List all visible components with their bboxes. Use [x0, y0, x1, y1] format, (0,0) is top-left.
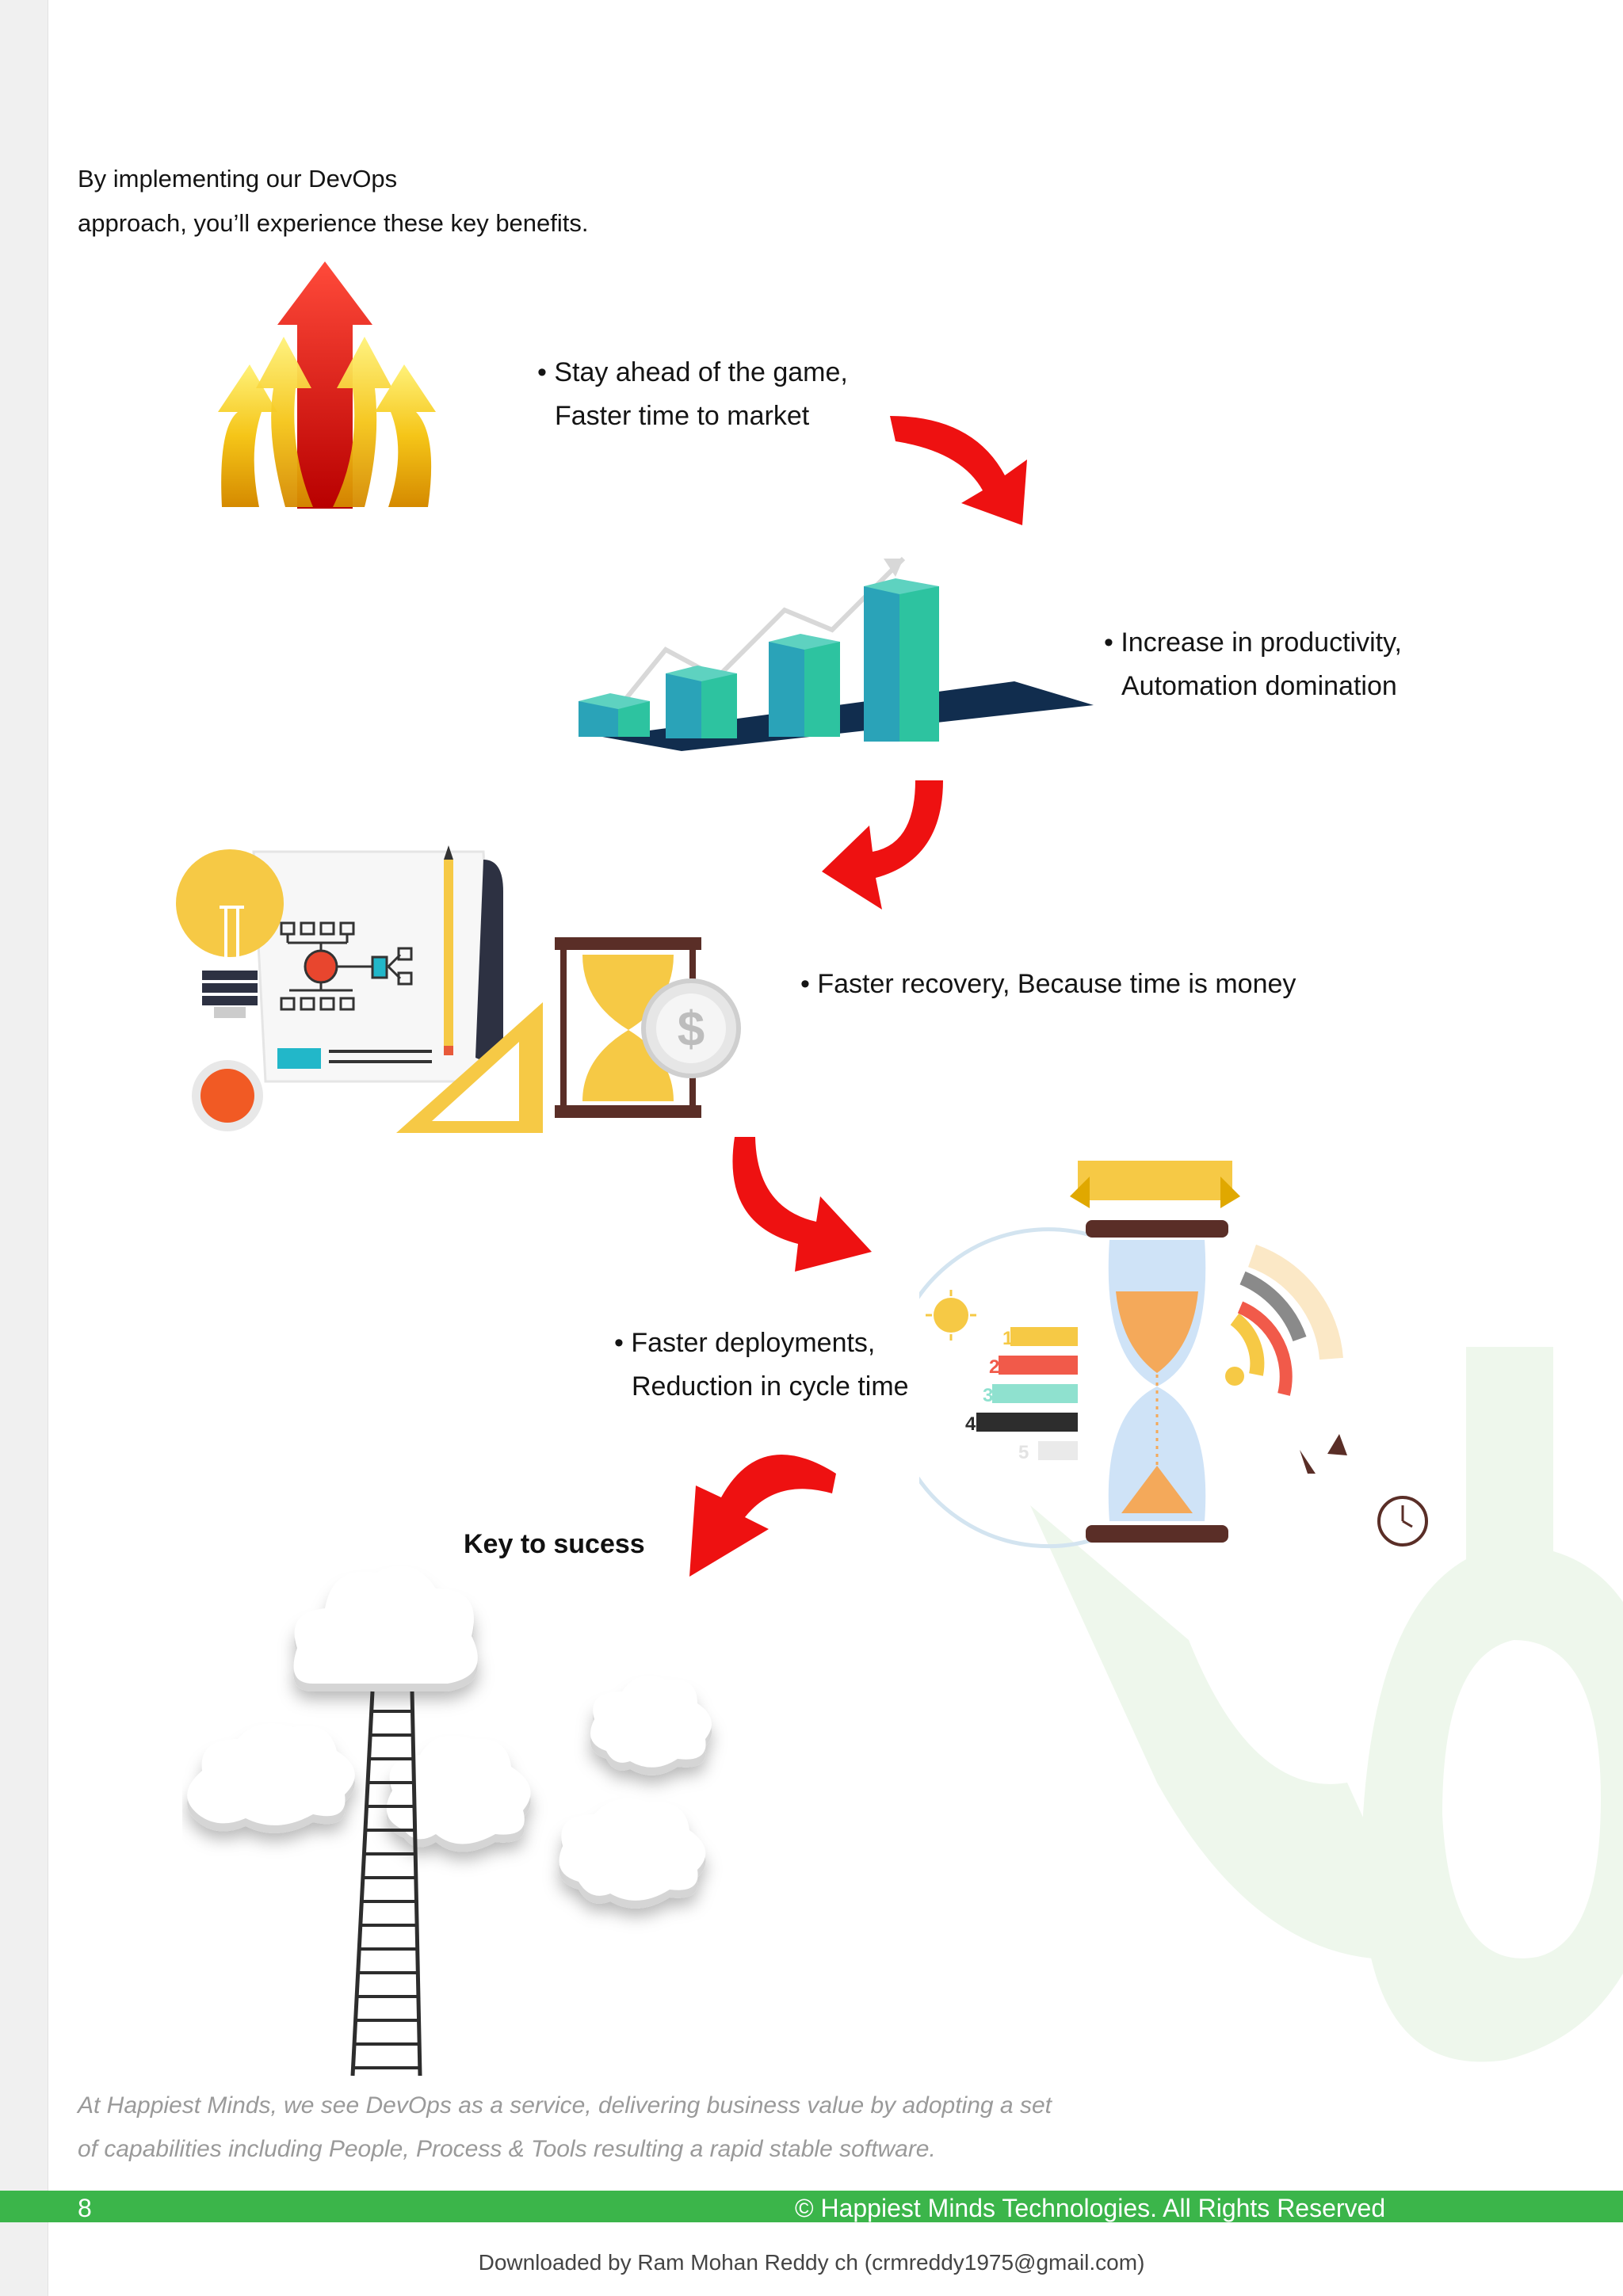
watermark-logo — [1030, 1347, 1623, 2062]
hourglass-deadline-icon: 1 2 3 4 5 — [919, 1161, 1428, 1549]
svg-text:$: $ — [678, 1002, 705, 1057]
benefit-1-line-1: • Stay ahead of the game, — [537, 357, 848, 387]
benefit-3: • Faster recovery, Because time is money — [800, 963, 1296, 1006]
planning-lightbulb-icon: $ — [176, 845, 741, 1133]
curved-arrow-icon-2 — [822, 780, 943, 910]
page-margin-strip — [0, 0, 48, 2296]
closing-quote: At Happiest Minds, we see DevOps as a se… — [78, 2084, 1187, 2171]
benefit-2: • Increase in productivity, Automation d… — [1104, 621, 1402, 708]
quote-line-2: of capabilities including People, Proces… — [78, 2136, 936, 2162]
benefit-1: • Stay ahead of the game, Faster time to… — [537, 351, 848, 438]
hourglass-money-icon: $ — [555, 937, 741, 1118]
benefit-2-line-1: • Increase in productivity, — [1104, 627, 1402, 658]
benefit-4-line-2: Reduction in cycle time — [632, 1371, 909, 1402]
intro-line-1: By implementing our DevOps — [78, 165, 398, 193]
benefit-4: • Faster deployments, Reduction in cycle… — [614, 1322, 909, 1409]
intro-line-2: approach, you’ll experience these key be… — [78, 209, 589, 237]
copyright-text: © Happiest Minds Technologies. All Right… — [795, 2194, 1386, 2222]
quote-line-1: At Happiest Minds, we see DevOps as a se… — [78, 2092, 1052, 2119]
curved-arrow-icon-4 — [689, 1455, 836, 1577]
rank-label-4: 4 — [965, 1413, 976, 1435]
growth-arrows-icon — [218, 261, 436, 509]
benefit-3-line-1: • Faster recovery, Because time is money — [800, 969, 1296, 999]
benefit-1-line-2: Faster time to market — [555, 401, 810, 431]
footer-bar: 8 © Happiest Minds Technologies. All Rig… — [0, 2191, 1623, 2222]
curved-arrow-icon-3 — [732, 1137, 872, 1272]
page-number: 8 — [78, 2194, 92, 2222]
bar-chart-icon — [579, 556, 1094, 751]
cloud-ladder-icon — [187, 1566, 712, 2077]
benefit-4-line-1: • Faster deployments, — [614, 1328, 876, 1358]
rank-label-5: 5 — [1018, 1442, 1029, 1463]
rank-label-1: 1 — [1002, 1328, 1013, 1349]
intro-text: By implementing our DevOps approach, you… — [78, 157, 589, 246]
key-to-success-title: Key to sucess — [464, 1529, 645, 1559]
download-note: Downloaded by Ram Mohan Reddy ch (crmred… — [478, 2250, 1145, 2275]
rank-bars — [976, 1327, 1078, 1460]
benefit-2-line-2: Automation domination — [1121, 671, 1397, 701]
curved-arrow-icon-1 — [890, 416, 1027, 525]
rank-label-3: 3 — [983, 1385, 993, 1406]
rank-label-2: 2 — [989, 1356, 999, 1378]
